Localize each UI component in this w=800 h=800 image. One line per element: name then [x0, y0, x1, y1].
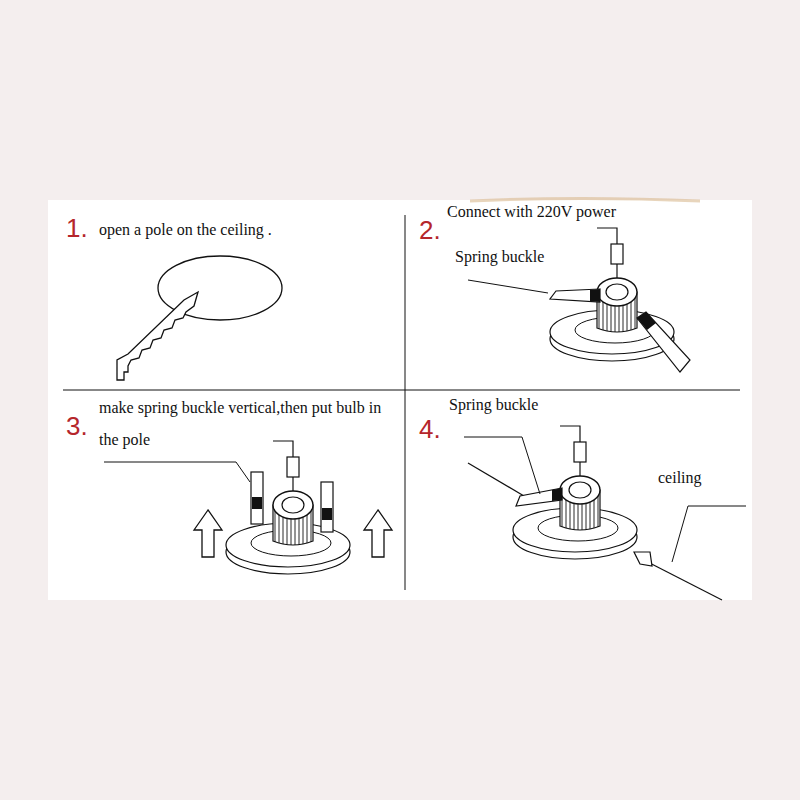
spring-buckle-clip	[322, 508, 332, 520]
spring-buckle-clip	[637, 312, 656, 330]
leader-line	[522, 437, 540, 494]
step-text: open a pole on the ceiling .	[99, 220, 272, 240]
grid-line	[405, 215, 406, 590]
leader-line	[672, 506, 688, 562]
spring-buckle-clip	[590, 289, 600, 302]
grid-line	[63, 390, 740, 391]
step-text: Connect with 220V power	[447, 202, 616, 222]
step-number: 1.	[66, 213, 88, 243]
spring-buckle	[550, 289, 600, 302]
saw	[117, 292, 198, 380]
step-number: 2.	[419, 215, 441, 245]
leader-line	[104, 462, 236, 463]
up-arrow	[194, 510, 222, 557]
part-label: ceiling	[658, 468, 702, 488]
spring-buckle	[251, 472, 263, 524]
spring-buckle	[637, 312, 690, 372]
step-text: make spring buckle vertical,then put bul…	[99, 392, 399, 456]
part-label: Spring buckle	[449, 395, 538, 415]
part-label: Spring buckle	[455, 247, 544, 267]
leader-line	[236, 462, 250, 482]
spring-buckle	[321, 482, 333, 532]
leader-line	[468, 280, 548, 293]
up-arrow	[364, 510, 392, 557]
ceiling-line	[468, 463, 524, 496]
downlight	[513, 426, 637, 559]
white-panel	[48, 200, 752, 600]
leader-line	[688, 506, 746, 507]
spring-buckle-clip	[552, 488, 562, 501]
leader-line	[464, 437, 522, 438]
decor-stroke	[470, 199, 700, 202]
downlight	[226, 441, 350, 574]
step-number: 3.	[66, 411, 88, 441]
step-number: 4.	[419, 414, 441, 444]
spring-buckle	[634, 552, 652, 566]
spring-buckle-clip	[252, 497, 262, 509]
